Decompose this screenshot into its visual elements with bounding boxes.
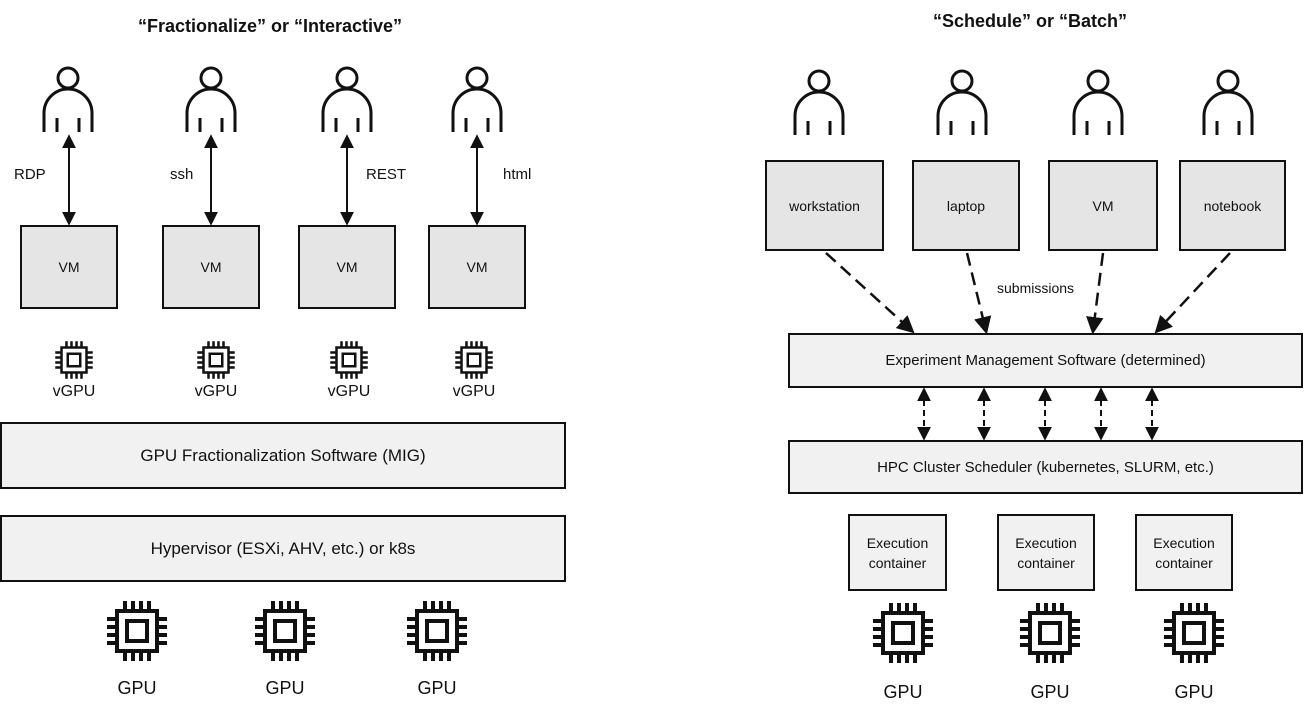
vgpu-chip-icon [330, 341, 368, 379]
gpu-label: GPU [1030, 682, 1070, 702]
gpu-label: GPU [117, 678, 157, 698]
workstation-submission-arrow [825, 252, 915, 334]
left-panel-title: “Fractionalize” or “Interactive” [137, 16, 403, 36]
execution-container: Execution container [848, 514, 947, 591]
vgpu-label: vGPU [52, 383, 96, 400]
person-icon [1072, 69, 1124, 135]
gpu-chip-icon [107, 601, 167, 661]
protocol-label-html: html [503, 166, 532, 183]
person-icon [793, 69, 845, 135]
hpc-scheduler-layer: HPC Cluster Scheduler (kubernetes, SLURM… [788, 440, 1303, 494]
vgpu-label: vGPU [452, 383, 496, 400]
vgpu-chip-icon [455, 341, 493, 379]
vm-box: VM [298, 225, 396, 309]
execution-container: Execution container [997, 514, 1095, 591]
notebook-submission-arrow [1154, 252, 1231, 334]
notebook-box: notebook [1179, 160, 1286, 251]
vgpu-label: vGPU [194, 383, 238, 400]
vgpu-chip-icon [55, 341, 93, 379]
gpu-chip-icon [1020, 603, 1080, 663]
workstation-box: workstation [765, 160, 884, 251]
vgpu-chip-icon [197, 341, 235, 379]
gpu-chip-icon [873, 603, 933, 663]
gpu-fractionalization-layer: GPU Fractionalization Software (MIG) [0, 422, 566, 489]
gpu-label: GPU [417, 678, 457, 698]
vm-box: VM [162, 225, 260, 309]
person-icon [936, 69, 988, 135]
execution-container: Execution container [1135, 514, 1233, 591]
person-icon [42, 66, 94, 132]
laptop-box: laptop [912, 160, 1020, 251]
person-icon [185, 66, 237, 132]
gpu-chip-icon [255, 601, 315, 661]
gpu-label: GPU [1174, 682, 1214, 702]
gpu-label: GPU [265, 678, 305, 698]
vgpu-label: vGPU [327, 383, 371, 400]
vm-client-box: VM [1048, 160, 1158, 251]
laptop-submission-arrow [965, 252, 992, 335]
person-icon [1202, 69, 1254, 135]
hypervisor-layer: Hypervisor (ESXi, AHV, etc.) or k8s [0, 515, 566, 582]
protocol-label-rest: REST [366, 166, 407, 183]
vm-submission-arrow [1086, 252, 1105, 335]
person-icon [321, 66, 373, 132]
gpu-chip-icon [407, 601, 467, 661]
person-icon [451, 66, 503, 132]
gpu-chip-icon [1164, 603, 1224, 663]
vm-box: VM [428, 225, 526, 309]
vm-box: VM [20, 225, 118, 309]
gpu-label: GPU [883, 682, 923, 702]
submissions-label: submissions [997, 280, 1075, 296]
right-panel-title: “Schedule” or “Batch” [932, 11, 1128, 31]
protocol-label-ssh: ssh [170, 166, 194, 183]
experiment-management-layer: Experiment Management Software (determin… [788, 333, 1303, 388]
protocol-label-rdp: RDP [14, 166, 46, 183]
